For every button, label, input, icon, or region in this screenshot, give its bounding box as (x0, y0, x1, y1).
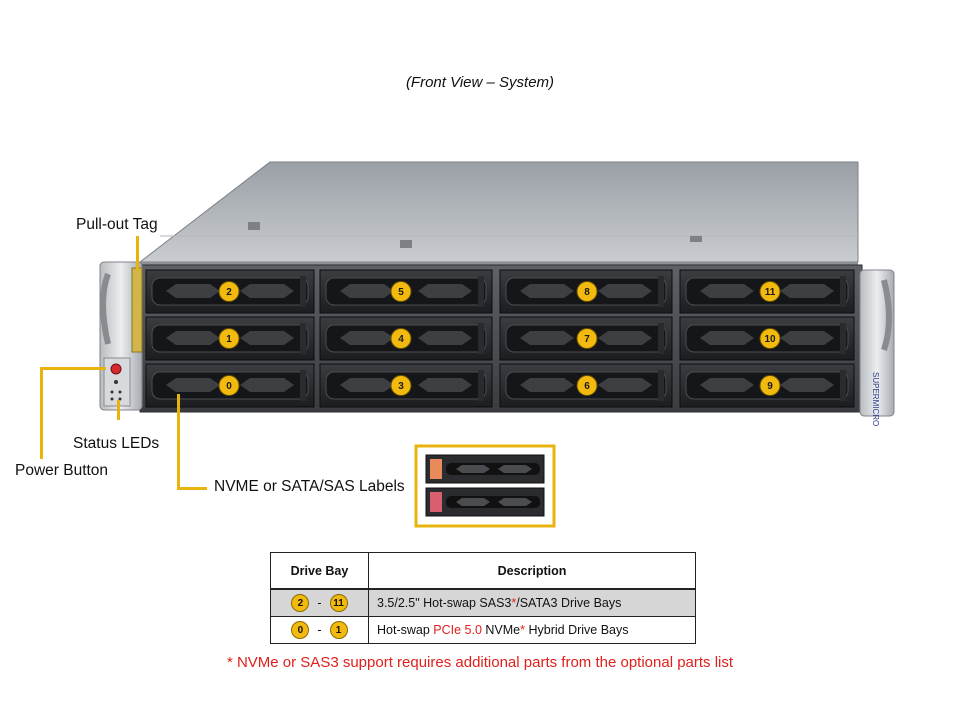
power-button[interactable] (110, 363, 122, 375)
drive-bay-badge (390, 375, 412, 396)
control-panel (103, 357, 131, 407)
drive-tray[interactable]: 9 (679, 363, 855, 408)
desc-text: Hybrid Drive Bays (525, 623, 629, 637)
bay-badge: 11 (329, 594, 348, 612)
drive-bay-table: Drive Bay Description 2-11 3.5/2.5" Hot-… (270, 552, 696, 644)
status-led (110, 397, 114, 401)
sata-sas-label-tray (425, 487, 545, 517)
bay-badge: 2 (291, 594, 310, 612)
drive-tray[interactable]: 6 (499, 363, 673, 408)
drive-bay-number: 7 (584, 334, 590, 345)
drive-tray[interactable]: 1 (145, 316, 315, 361)
drive-bay-badge (218, 281, 240, 302)
drive-tray[interactable]: 2 (145, 269, 315, 314)
drive-bay-badge (759, 281, 781, 302)
callout-lines (40, 236, 207, 490)
table-row: 2-11 3.5/2.5" Hot-swap SAS3*/SATA3 Drive… (270, 589, 696, 617)
callout-power-button: Power Button (15, 462, 109, 479)
right-rack-ear (859, 269, 895, 417)
drive-bay-badge (218, 328, 240, 349)
header-drive-bay: Drive Bay (270, 552, 369, 590)
footnote: * NVMe or SAS3 support requires addition… (226, 654, 734, 671)
bay-badge: 1 (329, 621, 348, 639)
drive-bay-badge (759, 375, 781, 396)
bay-range: 2-11 (270, 589, 369, 617)
drive-bay-number: 8 (584, 287, 590, 298)
drive-bay-badge (576, 375, 598, 396)
drive-tray[interactable]: 0 (145, 363, 315, 408)
drive-tray[interactable]: 7 (499, 316, 673, 361)
bay-badge: 0 (291, 621, 310, 639)
drive-bay-number: 10 (764, 334, 776, 345)
desc-pcie-highlight: PCIe 5.0 (433, 623, 482, 637)
figure-caption: (Front View – System) (405, 74, 555, 91)
drive-bay-number: 6 (584, 381, 590, 392)
drive-bay-number: 11 (765, 287, 776, 298)
desc-asterisk: * (511, 596, 517, 610)
bay-description: Hot-swap PCIe 5.0 NVMe* Hybrid Drive Bay… (368, 616, 696, 644)
desc-text: Hot-swap (377, 623, 434, 637)
drive-tray[interactable]: 3 (319, 363, 493, 408)
drive-bay-number: 4 (398, 334, 404, 345)
range-separator: - (317, 596, 322, 610)
drive-bay-number: 1 (226, 334, 232, 345)
brand-vertical: SUPERMICRO (871, 372, 880, 426)
bay-range: 0-1 (270, 616, 369, 644)
drive-tray[interactable]: 8 (499, 269, 673, 314)
nvme-label-tray (425, 454, 545, 484)
drive-bay-badge (576, 281, 598, 302)
drive-bay-number: 2 (226, 287, 232, 298)
chassis-top-cover (138, 161, 859, 270)
drive-tray[interactable]: 11 (679, 269, 855, 314)
table-header-row: Drive Bay Description (270, 552, 696, 590)
drive-bay-number: 3 (398, 381, 404, 392)
table-row: 0-1 Hot-swap PCIe 5.0 NVMe* Hybrid Drive… (270, 616, 696, 644)
drive-bay-badge (218, 375, 240, 396)
drive-tray[interactable]: 4 (319, 316, 493, 361)
drive-bay-number: 5 (398, 287, 404, 298)
status-led (110, 390, 114, 394)
drive-bay-badge (390, 281, 412, 302)
desc-asterisk: * (520, 623, 525, 637)
drive-bay-number: 9 (767, 381, 773, 392)
drive-bay-badge (759, 328, 781, 349)
header-description: Description (368, 552, 696, 590)
desc-text: NVMe (481, 623, 521, 637)
drive-tray[interactable]: 10 (679, 316, 855, 361)
desc-text: 3.5/2.5" Hot-swap SAS3 (377, 596, 512, 610)
drive-bay-badge (576, 328, 598, 349)
status-led (118, 397, 122, 401)
range-separator: - (317, 623, 322, 637)
callout-pull-out-tag: Pull-out Tag (76, 216, 158, 233)
status-led (114, 380, 118, 384)
drive-bay-badge (390, 328, 412, 349)
label-inset (414, 444, 556, 528)
callout-status-leds: Status LEDs (73, 435, 160, 452)
status-led (118, 390, 122, 394)
bay-description: 3.5/2.5" Hot-swap SAS3*/SATA3 Drive Bays (368, 589, 696, 617)
drive-bay-number: 0 (226, 381, 232, 392)
callout-nvme-labels: NVME or SATA/SAS Labels (214, 478, 405, 495)
desc-text: /SATA3 Drive Bays (516, 596, 622, 610)
drive-tray[interactable]: 5 (319, 269, 493, 314)
pull-out-tag[interactable] (131, 267, 143, 353)
